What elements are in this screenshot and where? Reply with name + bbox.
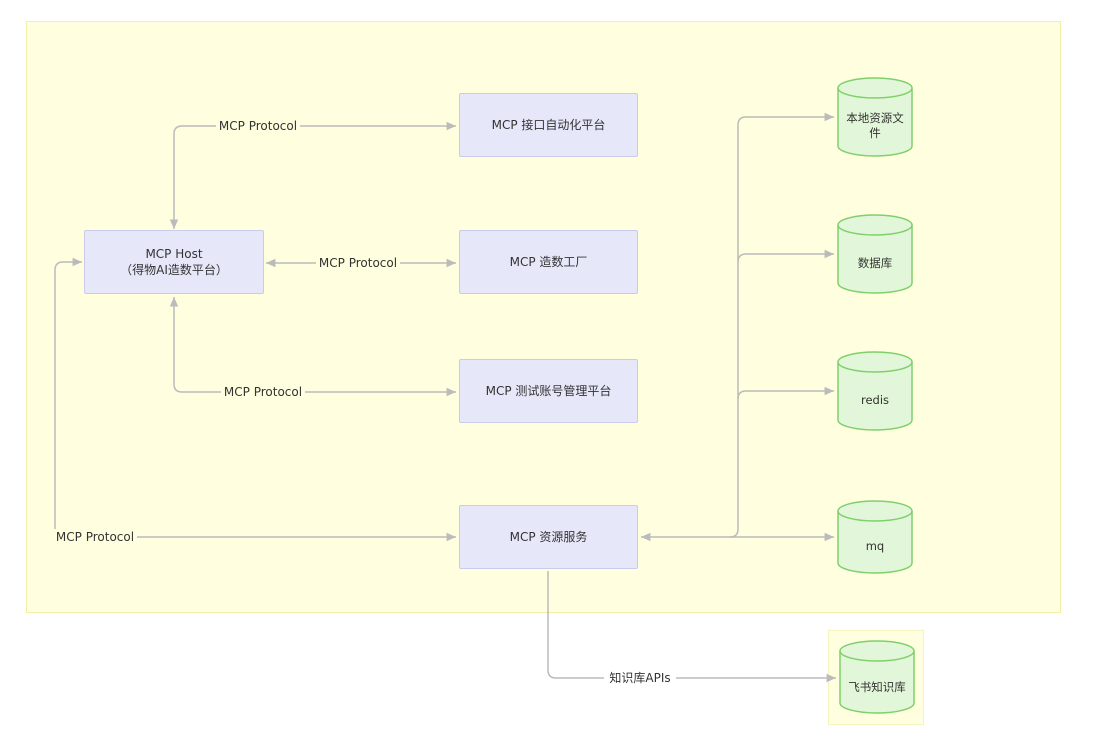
cylinder-feishu [839, 640, 915, 714]
edge-trunk-to-local-files [729, 112, 834, 538]
cylinder-local-files [837, 77, 913, 157]
edge-left-to-host [54, 257, 82, 537]
cylinder-redis [837, 351, 913, 431]
edge-host-auto-platform [169, 121, 456, 229]
mcp-auto-platform-label: MCP 接口自动化平台 [491, 118, 606, 132]
edge-label-kb-apis: 知识库APIs [604, 670, 676, 686]
local-files-label: 本地资源文 件 [838, 111, 912, 141]
mcp-host-subtitle: （得物AI造数平台） [120, 263, 228, 277]
local-files-label-line2: 件 [869, 126, 881, 140]
database-label: 数据库 [857, 256, 893, 270]
mcp-account-platform-label: MCP 测试账号管理平台 [485, 384, 612, 398]
mcp-host-node[interactable]: MCP Host （得物AI造数平台） [84, 230, 264, 294]
mcp-data-factory-node[interactable]: MCP 造数工厂 [459, 230, 638, 294]
redis-label: redis [860, 393, 890, 407]
cylinder-database [837, 214, 913, 294]
mcp-account-platform-node[interactable]: MCP 测试账号管理平台 [459, 359, 638, 423]
mcp-resource-service-node[interactable]: MCP 资源服务 [459, 505, 638, 569]
cylinder-mq [837, 500, 913, 574]
edge-trunk-to-redis [737, 386, 834, 400]
mcp-data-factory-label: MCP 造数工厂 [509, 255, 588, 269]
edge-trunk-to-database [737, 249, 834, 263]
mq-label: mq [865, 539, 885, 553]
edge-resource-to-feishu [547, 571, 836, 683]
edge-label-protocol-lower: MCP Protocol [221, 384, 305, 400]
local-files-label-line1: 本地资源文 [846, 111, 904, 125]
feishu-kb-label: 飞书知识库 [848, 680, 906, 694]
edge-label-protocol-top: MCP Protocol [216, 118, 300, 134]
edge-label-protocol-bottom: MCP Protocol [53, 529, 137, 545]
edge-label-protocol-mid: MCP Protocol [316, 255, 400, 271]
mcp-host-title: MCP Host [145, 247, 203, 261]
edge-host-account-platform [169, 297, 456, 397]
mcp-resource-service-label: MCP 资源服务 [509, 530, 588, 544]
mcp-auto-platform-node[interactable]: MCP 接口自动化平台 [459, 93, 638, 157]
